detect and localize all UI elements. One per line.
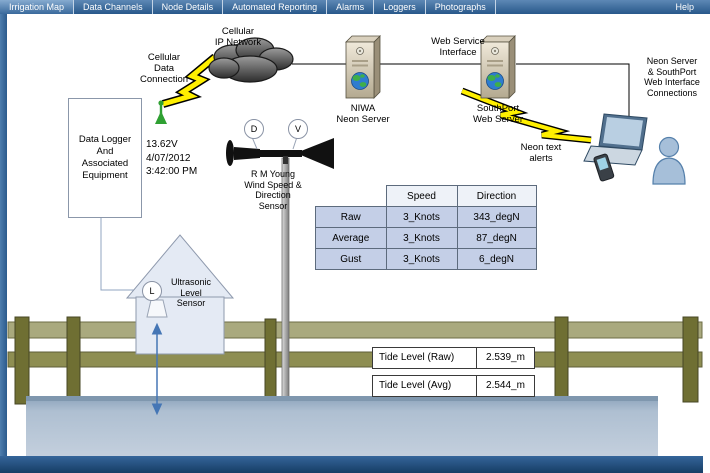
cloud-label: Cellular IP Network	[214, 26, 262, 48]
tide-raw-label: Tide Level (Raw)	[373, 348, 477, 368]
logger-to-sensor-line	[100, 218, 140, 291]
wind-vane-icon	[226, 138, 334, 169]
tab-data-channels[interactable]: Data Channels	[74, 0, 153, 14]
bottom-bar	[0, 456, 703, 473]
level-sensor-label: Ultrasonic Level Sensor	[170, 277, 211, 308]
row-label: Average	[315, 227, 387, 249]
left-border-strip	[0, 14, 7, 456]
badge-connector-lines	[251, 136, 298, 150]
tab-loggers[interactable]: Loggers	[374, 0, 426, 14]
water-surface	[26, 396, 658, 456]
server-icon-niwa	[345, 35, 381, 99]
wind-table-header-row: Speed Direction	[316, 185, 537, 207]
cellular-connection-label: Cellular Data Connection	[139, 52, 189, 85]
voltage-reading: 13.62V	[146, 139, 178, 150]
phone-icon	[593, 153, 615, 182]
row-label: Gust	[315, 248, 387, 270]
tab-irrigation-map[interactable]: Irrigation Map	[0, 0, 75, 14]
table-row: Average 3_Knots 87_degN	[315, 227, 537, 249]
wind-sensor-label: R M Young Wind Speed & Direction Sensor	[244, 169, 302, 211]
tab-node-details[interactable]: Node Details	[153, 0, 224, 14]
laptop-icon	[583, 113, 648, 166]
wind-table: Speed Direction Raw 3_Knots 343_degN Ave…	[315, 185, 537, 270]
lightning-bolt-cellular-icon	[161, 53, 218, 108]
direction-value: 6_degN	[456, 248, 537, 270]
speed-value: 3_Knots	[385, 227, 458, 249]
wind-table-corner-cell	[316, 186, 387, 207]
help-button[interactable]: Help	[675, 2, 694, 12]
lightning-bolt-alerts-icon	[460, 87, 592, 144]
person-icon	[652, 136, 686, 185]
date-reading: 4/07/2012	[146, 152, 191, 164]
niwa-server-label: NIWA Neon Server	[336, 103, 390, 125]
web-service-label: Web Service Interface	[431, 36, 485, 58]
tab-alarms[interactable]: Alarms	[327, 0, 375, 14]
web-connections-label: Neon Server & SouthPort Web Interface Co…	[644, 56, 700, 98]
direction-value: 87_degN	[456, 227, 537, 249]
neon-alerts-label: Neon text alerts	[520, 142, 562, 164]
table-row: Gust 3_Knots 6_degN	[315, 248, 537, 270]
southport-server-label: SouthPort Web Server	[473, 103, 523, 125]
data-logger-box: Data Logger And Associated Equipment	[68, 98, 142, 218]
level-arrow-icon	[151, 322, 163, 416]
speed-value: 3_Knots	[385, 206, 458, 228]
table-row: Raw 3_Knots 343_degN	[315, 206, 537, 228]
velocity-badge: V	[288, 119, 308, 139]
dock-structure	[7, 316, 703, 405]
cloud-icon	[208, 37, 294, 83]
tide-raw-readout: Tide Level (Raw) 2.539_m	[372, 347, 535, 369]
antenna-icon	[155, 100, 167, 124]
tide-avg-readout: Tide Level (Avg) 2.544_m	[372, 375, 535, 397]
speed-value: 3_Knots	[385, 248, 458, 270]
connection-lines	[292, 63, 630, 116]
direction-header: Direction	[456, 185, 537, 207]
tab-bar: Irrigation Map Data Channels Node Detail…	[0, 0, 710, 14]
tide-avg-value: 2.544_m	[486, 380, 525, 391]
tab-automated-reporting[interactable]: Automated Reporting	[223, 0, 328, 14]
tide-raw-value: 2.539_m	[486, 352, 525, 363]
row-label: Raw	[315, 206, 387, 228]
time-reading: 3:42:00 PM	[146, 166, 198, 177]
tab-photographs[interactable]: Photographs	[426, 0, 496, 14]
tide-avg-label: Tide Level (Avg)	[373, 376, 477, 396]
level-badge: L	[142, 281, 162, 301]
speed-header: Speed	[385, 185, 458, 207]
ultrasonic-horn-icon	[146, 299, 168, 318]
direction-badge: D	[244, 119, 264, 139]
logger-readings: 13.62V 4/07/2012 3:42:00 PM	[146, 138, 236, 179]
direction-value: 343_degN	[456, 206, 537, 228]
